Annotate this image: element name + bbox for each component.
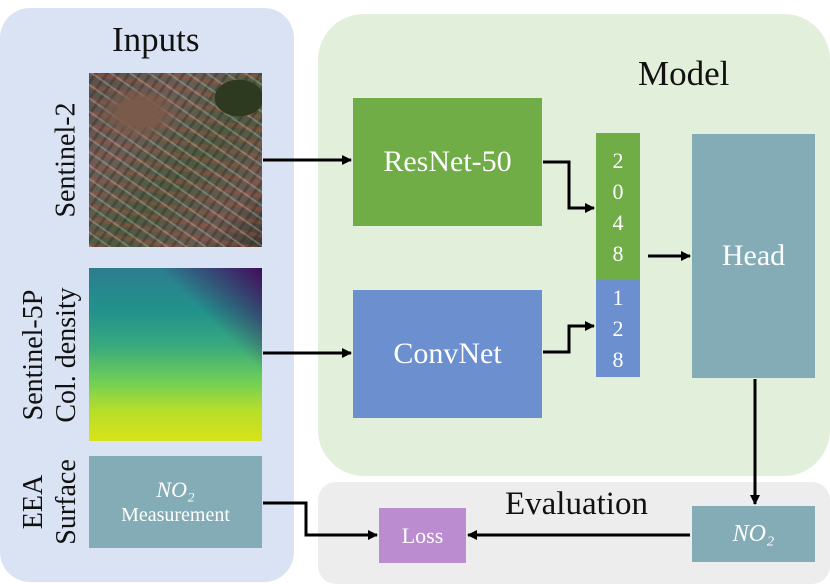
convnet-box: ConvNet xyxy=(353,290,542,418)
loss-label: Loss xyxy=(401,522,444,548)
feature-vector-2048: 2 0 4 8 xyxy=(596,133,640,280)
no2-output-label: NO₂ xyxy=(732,520,775,547)
feature-digit: 8 xyxy=(612,347,624,372)
measurement-text: Measurement xyxy=(121,504,230,526)
resnet-box: ResNet-50 xyxy=(353,98,542,226)
evaluation-title: Evaluation xyxy=(505,486,648,522)
arrow-convnet-to-vector xyxy=(543,321,595,354)
head-box: Head xyxy=(692,134,815,378)
no2-output-box: NO₂ xyxy=(692,506,815,562)
inputs-title: Inputs xyxy=(112,20,200,59)
sentinel5p-heatmap xyxy=(89,268,262,441)
measurement-formula: NO₂ xyxy=(156,477,195,502)
feature-digit: 0 xyxy=(612,178,624,204)
arrow-measurement-to-loss xyxy=(263,501,378,540)
loss-box: Loss xyxy=(379,508,466,563)
resnet-label: ResNet-50 xyxy=(383,145,512,178)
feature-digit: 4 xyxy=(612,209,624,235)
convnet-label: ConvNet xyxy=(393,337,502,370)
head-label: Head xyxy=(721,239,786,272)
sentinel2-image xyxy=(89,73,262,247)
feature-vector-128: 1 2 8 xyxy=(596,280,640,377)
no2-measurement-box: NO₂ Measurement xyxy=(89,456,262,548)
feature-digit: 1 xyxy=(612,285,624,310)
feature-digit: 2 xyxy=(612,316,624,341)
feature-digit: 8 xyxy=(612,240,624,266)
feature-digit: 2 xyxy=(612,147,624,173)
arrow-resnet-to-vector xyxy=(543,160,595,213)
model-title: Model xyxy=(638,54,730,93)
